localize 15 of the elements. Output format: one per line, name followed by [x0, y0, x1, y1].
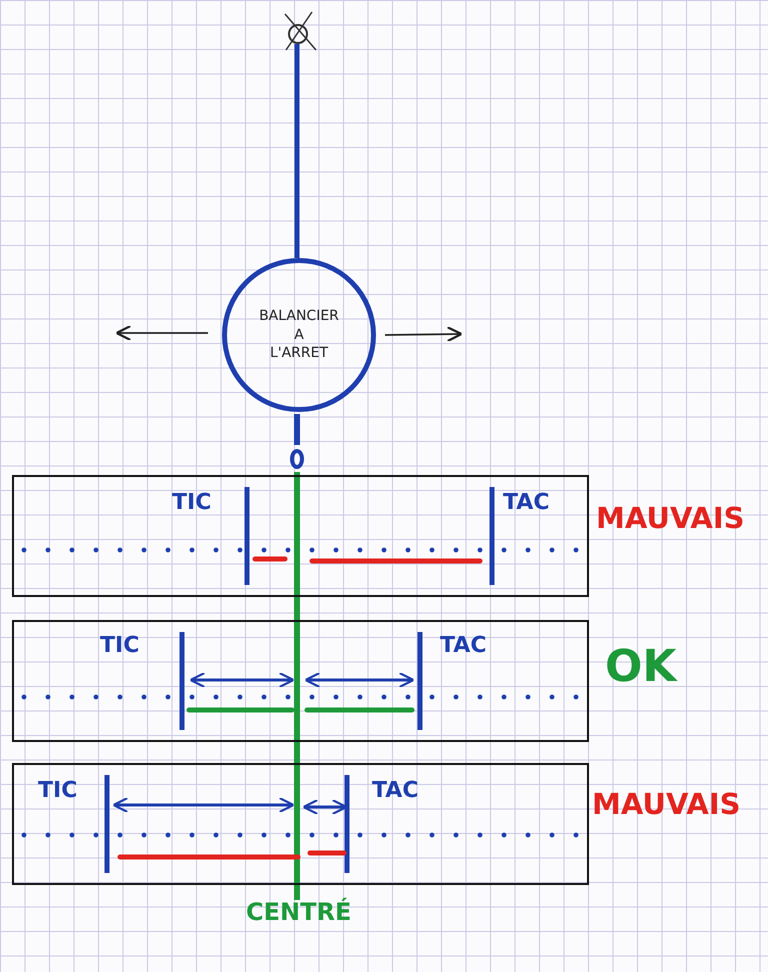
- balance-circle: [222, 258, 376, 412]
- tic-label: TIC: [172, 492, 212, 514]
- verdict-label: MAUVAIS: [596, 504, 745, 533]
- tac-label: TAC: [503, 492, 550, 514]
- tac-label: TAC: [372, 780, 418, 802]
- verdict-label: OK: [605, 645, 676, 689]
- scale-panel: [12, 620, 589, 742]
- tac-label: TAC: [440, 635, 486, 657]
- verdict-label: MAUVAIS: [592, 790, 741, 819]
- tic-label: TIC: [38, 780, 78, 802]
- centre-label: CENTRÉ: [246, 900, 352, 924]
- tic-label: TIC: [100, 635, 140, 657]
- balance-label: BALANCIER A L'ARRET: [258, 306, 340, 364]
- scale-panel: [12, 763, 589, 885]
- scale-panel: [12, 475, 589, 597]
